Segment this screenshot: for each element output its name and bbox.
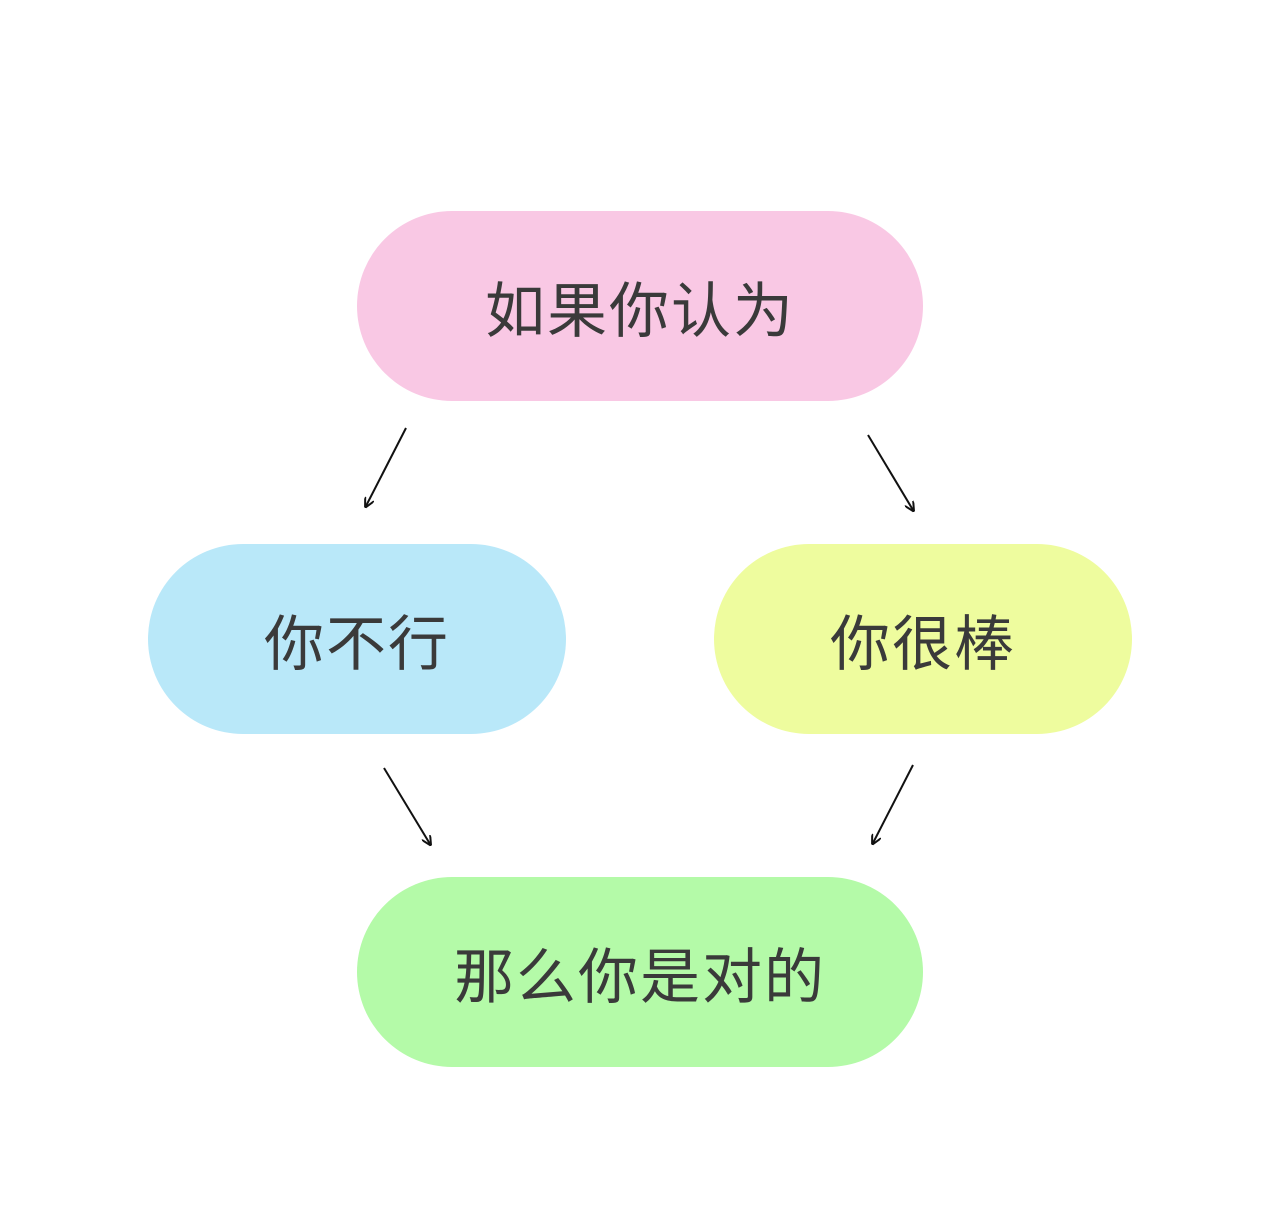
node-label: 你很棒 — [830, 609, 1016, 680]
arrow-right-to-bottom — [873, 764, 914, 843]
node-if-you-think: 如果你认为 — [357, 211, 923, 401]
node-label: 如果你认为 — [485, 276, 795, 347]
node-label: 你不行 — [264, 609, 450, 680]
arrow-left-to-bottom — [383, 767, 430, 844]
node-then-you-are-right: 那么你是对的 — [357, 877, 923, 1067]
node-label: 那么你是对的 — [454, 942, 826, 1013]
arrow-top-to-left — [366, 427, 407, 506]
node-you-are-great: 你很棒 — [714, 544, 1132, 734]
node-you-cannot: 你不行 — [148, 544, 566, 734]
arrow-top-to-right — [867, 434, 913, 510]
